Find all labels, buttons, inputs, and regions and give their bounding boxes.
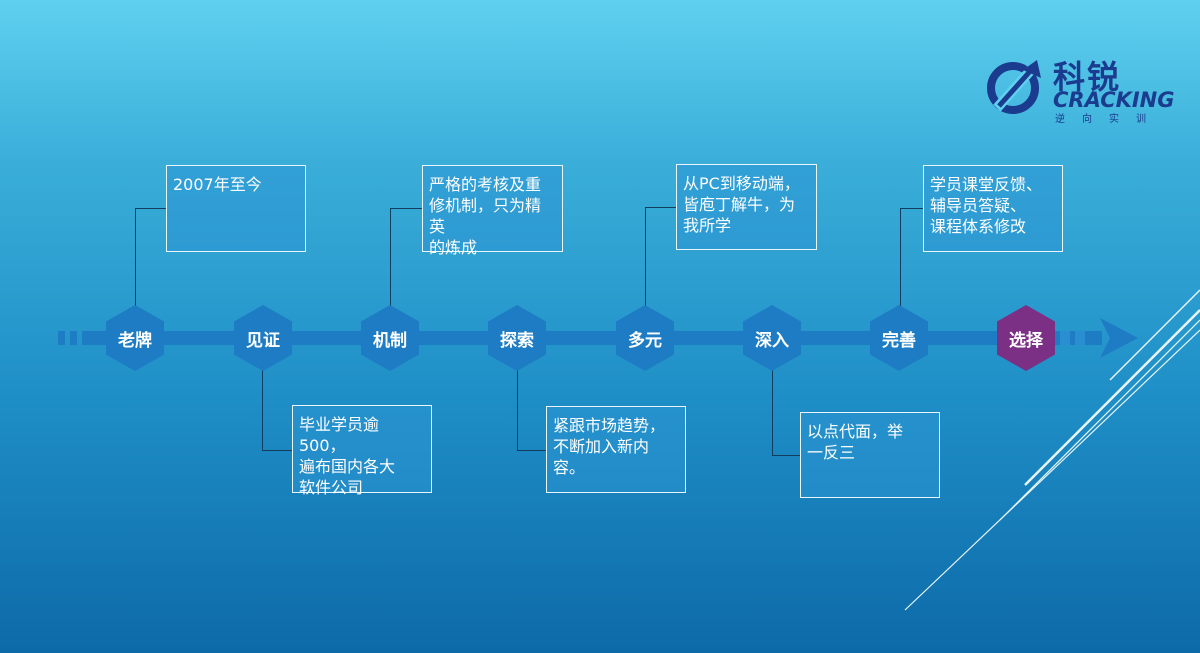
node-label: 机制 [373,330,407,351]
connector-duoyuan-h [645,207,676,208]
connector-tansuo-h [517,450,546,451]
node-wanshan: 完善 [870,305,928,371]
info-box-wanshan: 学员课堂反馈、 辅导员答疑、 课程体系修改 [923,165,1063,252]
info-box-tansuo: 紧跟市场趋势， 不断加入新内容。 [546,406,686,493]
connector-jizhi-v [390,208,391,306]
connector-laopai-h [135,208,166,209]
node-label: 见证 [246,330,280,351]
node-label: 完善 [882,330,916,351]
node-label: 老牌 [118,330,152,351]
info-box-jizhi: 严格的考核及重 修机制，只为精英 的炼成 [422,165,563,257]
connector-shenru-h [772,455,800,456]
connector-jianzheng-h [262,450,292,451]
node-label: 深入 [755,330,789,351]
logo: 科锐 CRACKING 逆向实训 [985,56,1175,126]
connector-tansuo-v [517,370,518,450]
info-box-duoyuan: 从PC到移动端， 皆庖丁解牛，为 我所学 [676,164,817,250]
node-label: 选择 [1009,330,1043,351]
logo-name-en: CRACKING [1053,88,1175,112]
connector-wanshan-h [900,208,923,209]
connector-shenru-v [772,370,773,455]
connector-wanshan-v [900,208,901,306]
node-label: 多元 [628,330,662,351]
connector-laopai-v [135,208,136,306]
compass-arrow-icon [987,60,1041,114]
node-shenru: 深入 [743,305,801,371]
logo-subtitle: 逆向实训 [1055,114,1163,125]
info-box-shenru: 以点代面，举 一反三 [800,412,940,498]
node-label: 探索 [500,330,534,351]
connector-duoyuan-v [645,207,646,306]
info-box-laopai: 2007年至今 [166,165,306,252]
logo-name-cn: 科锐 [1053,58,1122,96]
connector-jianzheng-v [262,370,263,450]
node-duoyuan: 多元 [616,305,674,371]
info-box-jianzheng: 毕业学员逾500， 遍布国内各大 软件公司 [292,405,432,497]
connector-jizhi-h [390,208,422,209]
